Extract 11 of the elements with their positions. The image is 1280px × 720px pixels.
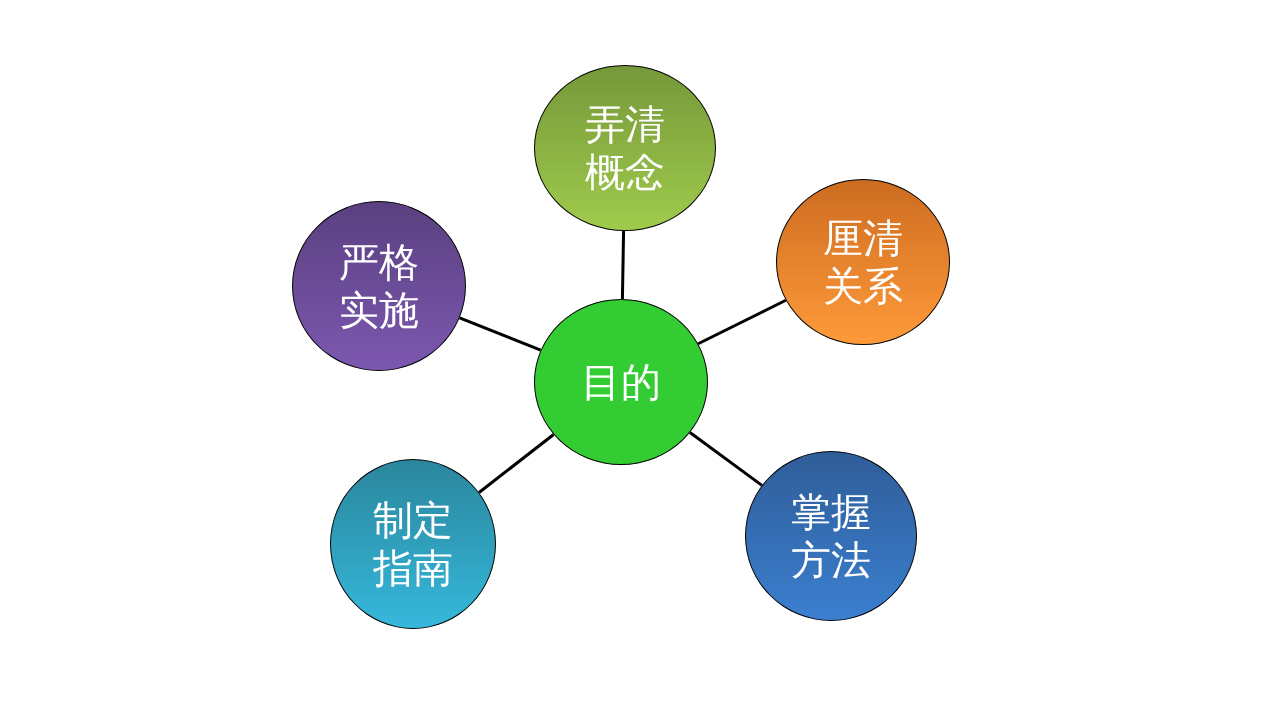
topic-circle: 严格实施	[292, 201, 466, 371]
goal-circle: 目的	[534, 299, 708, 465]
topic-circle: 制定指南	[330, 459, 496, 629]
connector-line	[689, 431, 763, 487]
connector-line	[459, 316, 542, 352]
topic-circle: 弄清概念	[534, 65, 716, 231]
topic-circle: 掌握方法	[745, 451, 917, 621]
connector-line	[697, 298, 787, 346]
connector-line	[620, 230, 626, 300]
topic-circle: 厘清关系	[776, 179, 950, 345]
connector-line	[478, 433, 555, 494]
